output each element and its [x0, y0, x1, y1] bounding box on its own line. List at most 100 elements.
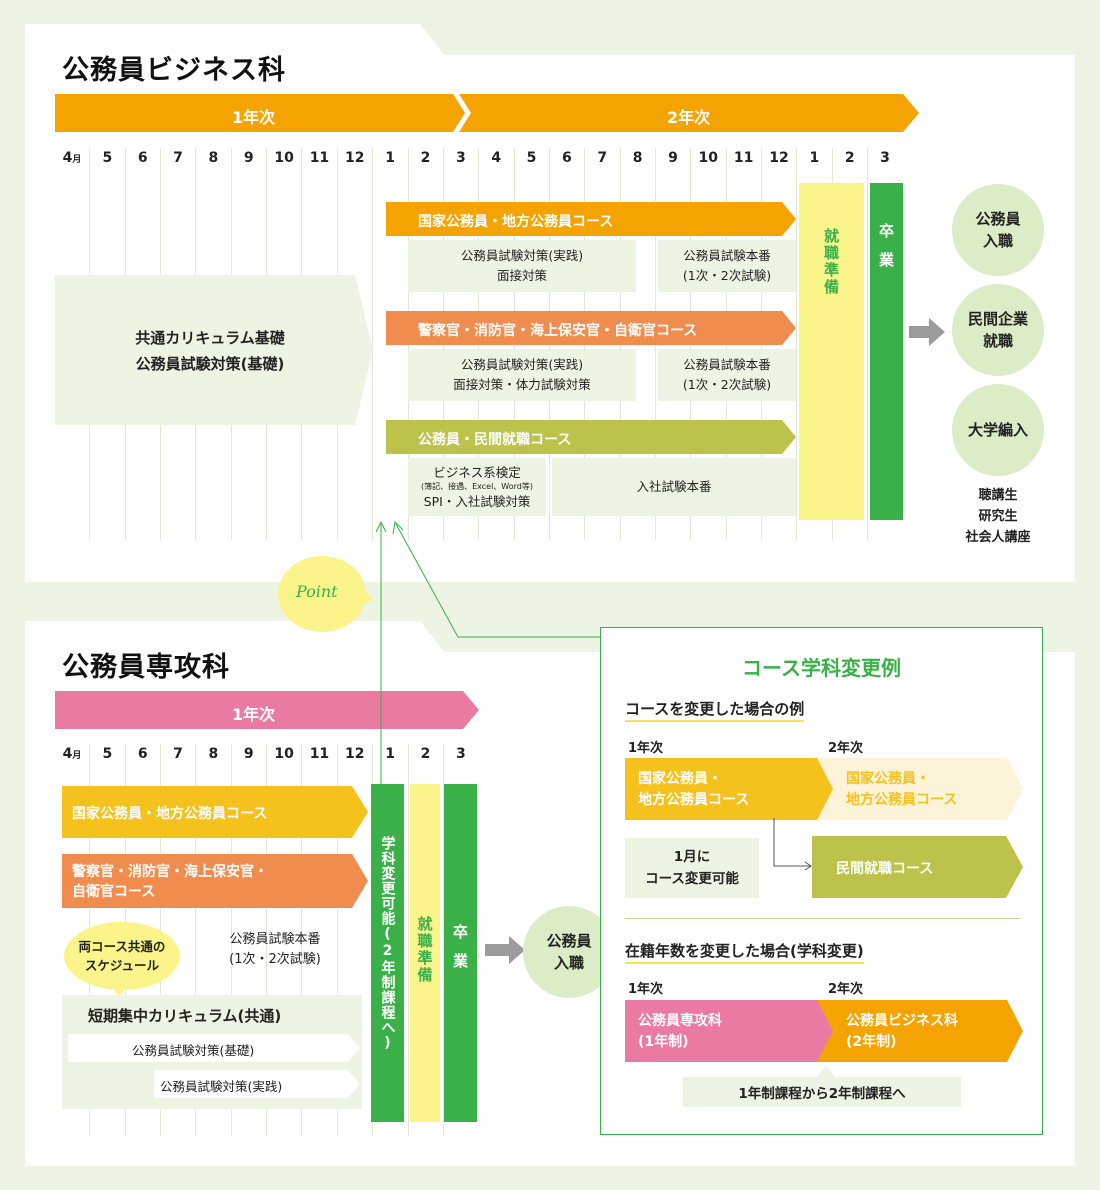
- example-course1-line2: 地方公務員コース: [638, 792, 750, 808]
- business-outcome-private-b: 就職: [982, 332, 1013, 350]
- specialist-grad-column: 卒業: [444, 784, 477, 1122]
- business-course2-sub1b: 面接対策・体力試験対策: [453, 377, 591, 392]
- month-suffix: 月: [72, 751, 82, 761]
- example-note1-line2: コース変更可能: [645, 871, 739, 887]
- month-label: 2: [420, 746, 431, 762]
- example-note2: 1年制課程から2年制課程へ: [683, 1077, 961, 1107]
- business-course2-sub2: 公務員試験本番 (1次・2次試験): [658, 349, 796, 401]
- month-label: 7: [173, 746, 183, 762]
- month-label: 3: [880, 150, 890, 166]
- month-label: 10: [274, 150, 294, 166]
- example-change-line: [773, 818, 812, 870]
- business-outcome-private-a: 民間企業: [967, 310, 1028, 328]
- business-prep-label: 就職準備: [822, 227, 840, 296]
- specialist-outcome-arrow: [485, 936, 525, 964]
- business-course2-sub2a: 公務員試験本番: [683, 357, 771, 372]
- business-outcome-arrow: [909, 318, 945, 346]
- example-dept1-line1: 公務員専攻科: [638, 1013, 722, 1029]
- business-course2-label: 警察官・消防官・海上保安官・自衛官コース: [418, 323, 698, 339]
- month-label: 9: [243, 150, 254, 166]
- business-outcome-public-a: 公務員: [975, 210, 1021, 228]
- example-course1-line1: 国家公務員・: [638, 771, 722, 787]
- month-label: 1: [385, 150, 396, 166]
- example-sec2-year1: 1年次: [628, 982, 664, 997]
- business-extra-auditor: 聴講生: [978, 488, 1018, 503]
- specialist-basic-label: 公務員試験対策(基礎): [132, 1043, 255, 1058]
- example-course1-label: 国家公務員・ 地方公務員コース: [638, 769, 749, 811]
- example-sec1-year2: 2年次: [828, 741, 864, 756]
- example-note2-text: 1年制課程から2年制課程へ: [738, 1086, 906, 1102]
- specialist-prep-label: 就職準備: [415, 916, 434, 984]
- specialist-course2-label: 警察官・消防官・海上保安官・ 自衛官コース: [72, 862, 268, 902]
- month-label: 11: [309, 150, 330, 166]
- month-label: 9: [243, 746, 254, 762]
- specialist-exam-line2: (1次・2次試験): [229, 952, 321, 967]
- business-outcome-private: 民間企業 就職: [952, 284, 1044, 376]
- specialist-change-column: 学科変更可能(2年制課程へ): [371, 784, 404, 1122]
- business-common-line1: 共通カリキュラム基礎: [135, 329, 285, 347]
- business-course1-sub1: 公務員試験対策(実践) 面接対策: [408, 240, 636, 292]
- business-course1-label: 国家公務員・地方公務員コース: [418, 214, 614, 230]
- business-title: 公務員ビジネス科: [62, 55, 286, 86]
- month-label: 5: [102, 150, 113, 166]
- specialist-course2-line2: 自衛官コース: [72, 884, 156, 900]
- month-label: 4月: [62, 746, 82, 762]
- specialist-title: 公務員専攻科: [62, 652, 230, 683]
- specialist-course2-bar: [62, 854, 368, 908]
- business-course1-sub1a: 公務員試験対策(実践): [460, 248, 584, 263]
- month-label: 3: [455, 746, 466, 762]
- month-label: 6: [137, 150, 148, 166]
- grid-line: [867, 148, 869, 540]
- business-extra-list: 聴講生 研究生 社会人講座: [930, 485, 1066, 548]
- month-label: 8: [632, 150, 643, 166]
- specialist-bubble-text: 両コース共通の スケジュール: [62, 920, 182, 992]
- business-course2-sub1a: 公務員試験対策(実践): [460, 357, 584, 372]
- specialist-basic-bar: [68, 1034, 360, 1062]
- month-label: 12: [345, 746, 365, 762]
- example-course2-line2: 地方公務員コース: [846, 792, 958, 808]
- example-title: コース学科変更例: [742, 656, 901, 680]
- month-label: 1: [809, 150, 820, 166]
- point-bubble-shape: [278, 556, 374, 632]
- specialist-practice-bar: [154, 1070, 360, 1098]
- month-label: 6: [562, 150, 572, 166]
- specialist-title-tab: [25, 621, 445, 653]
- example-course2-line1: 国家公務員・: [846, 771, 930, 787]
- business-course2-bar: [386, 311, 796, 345]
- business-course1-sub1b: 面接対策: [496, 268, 547, 283]
- specialist-outcome-public: 公務員 入職: [523, 906, 615, 998]
- business-course3-label: 公務員・民間就職コース: [418, 432, 572, 448]
- specialist-course2-line1: 警察官・消防官・海上保安官・: [72, 864, 268, 880]
- month-label: 5: [102, 746, 113, 762]
- month-label: 7: [173, 150, 183, 166]
- example-dept-bars: [625, 1000, 1023, 1062]
- example-dept2-label: 公務員ビジネス科 (2年制): [846, 1011, 958, 1053]
- month-label: 7: [597, 150, 608, 166]
- month-label: 8: [208, 746, 219, 762]
- business-course3-sub2-text: 入社試験本番: [636, 479, 712, 494]
- business-year2-label: 2年次: [667, 108, 711, 127]
- business-extra-adult: 社会人講座: [965, 530, 1031, 545]
- grid-line: [442, 744, 444, 1136]
- example-dept2-line1: 公務員ビジネス科: [846, 1013, 958, 1029]
- grid-line: [796, 148, 798, 540]
- example-note2-pointer: [816, 1066, 836, 1078]
- specialist-grad-label: 卒業: [451, 924, 469, 982]
- point-label: Point: [296, 582, 338, 601]
- month-label: 11: [309, 746, 330, 762]
- business-year1-label: 1年次: [232, 108, 276, 127]
- specialist-change-label: 学科変更可能(2年制課程へ): [379, 836, 396, 1052]
- example-course2-label: 国家公務員・ 地方公務員コース: [846, 769, 957, 811]
- example-dept2-line2: (2年制): [846, 1034, 897, 1050]
- grid-line: [407, 744, 409, 1136]
- specialist-exam: 公務員試験本番 (1次・2次試験): [200, 930, 350, 970]
- business-course3-sub1b: (簿記、接遇、Excel、Word等): [421, 482, 533, 491]
- business-course3-sub1: ビジネス系検定 (簿記、接遇、Excel、Word等) SPI・入社試験対策: [408, 458, 546, 516]
- month-label: 1: [385, 746, 396, 762]
- month-label: 2: [420, 150, 431, 166]
- business-course2-sub2b: (1次・2次試験): [682, 377, 772, 392]
- specialist-prep-column: 就職準備: [410, 784, 440, 1122]
- month-label: 5: [526, 150, 537, 166]
- business-year-arrows: [55, 94, 919, 132]
